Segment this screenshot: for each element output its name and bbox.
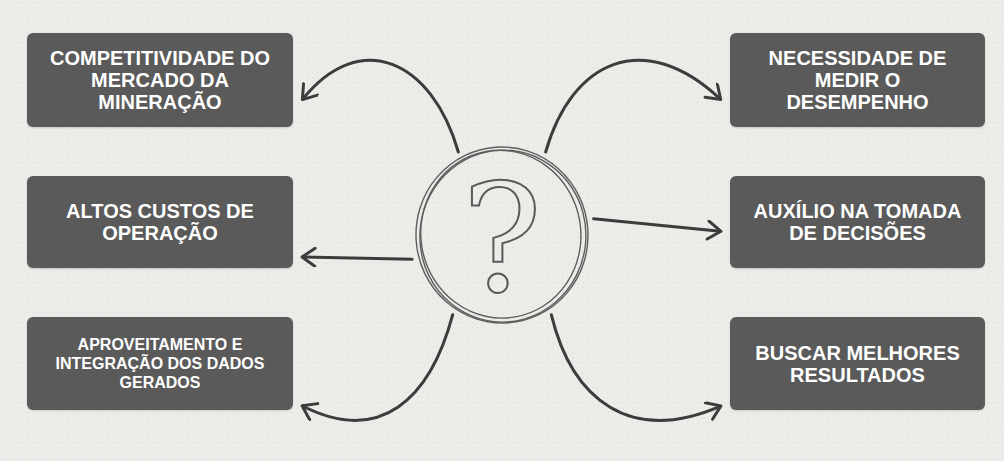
sketch-ring — [407, 138, 594, 331]
box-text: ALTOS CUSTOS DE OPERAÇÃO — [41, 200, 279, 244]
sketch-arrow — [551, 315, 720, 421]
reason-box: ALTOS CUSTOS DE OPERAÇÃO — [27, 176, 293, 268]
question-circle: ? — [413, 145, 591, 325]
reason-box: APROVEITAMENTO E INTEGRAÇÃO DOS DADOS GE… — [27, 317, 293, 410]
question-mark: ? — [462, 164, 542, 314]
sketch-arrow — [594, 219, 720, 232]
box-text: APROVEITAMENTO E INTEGRAÇÃO DOS DADOS GE… — [41, 335, 279, 392]
box-text: COMPETITIVIDADE DO MERCADO DA MINERAÇÃO — [41, 47, 279, 113]
sketch-arrow — [303, 60, 458, 152]
sketch-arrow — [303, 257, 412, 259]
sketch-ring — [411, 142, 594, 330]
sketch-arrow — [546, 60, 720, 152]
box-text: BUSCAR MELHORES RESULTADOS — [744, 342, 971, 386]
reason-box: NECESSIDADE DE MEDIR O DESEMPENHO — [730, 33, 985, 127]
box-text: AUXÍLIO NA TOMADA DE DECISÕES — [744, 200, 971, 244]
box-text: NECESSIDADE DE MEDIR O DESEMPENHO — [744, 47, 971, 113]
reason-box: BUSCAR MELHORES RESULTADOS — [730, 317, 985, 410]
sketch-arrow — [303, 315, 453, 421]
reason-box: COMPETITIVIDADE DO MERCADO DA MINERAÇÃO — [27, 33, 293, 127]
reason-box: AUXÍLIO NA TOMADA DE DECISÕES — [730, 176, 985, 268]
sketch-ring — [410, 141, 594, 329]
